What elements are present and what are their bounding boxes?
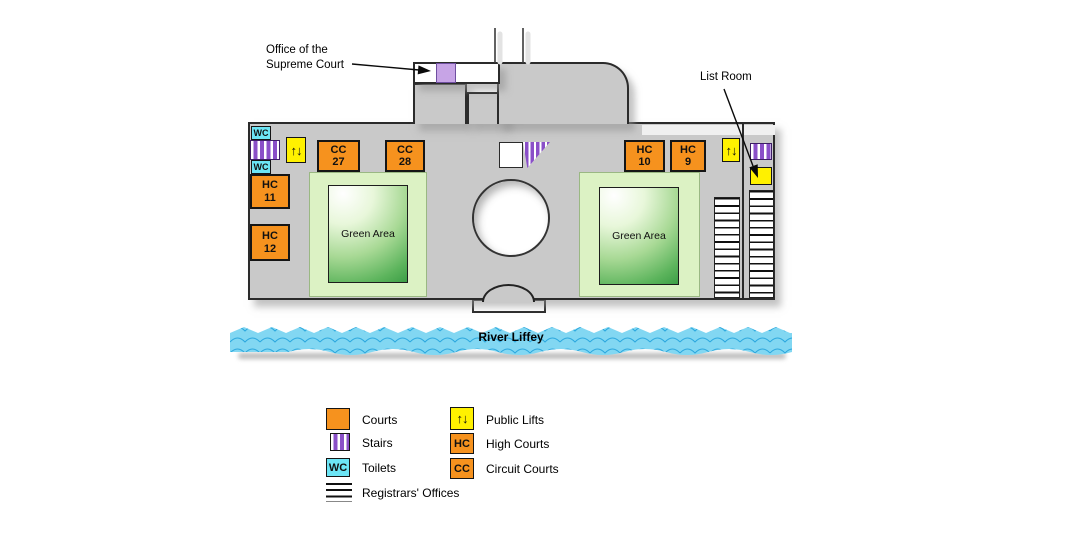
legend-text: Stairs: [362, 436, 393, 450]
stairs-right-icon: [750, 143, 772, 160]
river-label-text: River Liffey: [478, 330, 544, 344]
room-hc10: HC 10: [624, 140, 665, 172]
legend-swatch-high-courts: HC: [450, 433, 474, 454]
legend-label-public-lifts: Public Lifts: [486, 410, 544, 430]
list-room-label: List Room: [700, 70, 752, 85]
building-north-block-left: [413, 83, 467, 124]
room-hc12: HC 12: [250, 224, 290, 261]
green-area-right: Green Area: [599, 187, 679, 285]
toilet-top-left: WC: [251, 126, 271, 140]
central-notch: [499, 142, 523, 168]
room-number: 28: [398, 156, 412, 168]
lift-arrows-icon: ↑↓: [725, 142, 738, 158]
legend-swatch-circuit-courts: CC: [450, 458, 474, 479]
south-entrance-arch: [482, 284, 535, 302]
legend-swatch-public-lifts: ↑↓: [450, 407, 474, 430]
office-of-supreme-court-label: Office of the Supreme Court: [266, 43, 376, 73]
office-label-line1: Office of the: [266, 44, 328, 56]
room-hc11: HC 11: [250, 174, 290, 209]
legend-label-registrars: Registrars' Offices: [362, 483, 459, 503]
office-label-line2: Supreme Court: [266, 59, 344, 71]
registrars-offices-east-col: [749, 190, 774, 298]
room-code: HC: [262, 179, 278, 192]
legend-text: Registrars' Offices: [362, 486, 460, 500]
supreme-court-corridor: [413, 62, 500, 84]
room-code: HC: [636, 143, 653, 156]
legend-text: Toilets: [362, 461, 397, 475]
room-code: HC: [680, 143, 696, 156]
office-of-supreme-court-room: [436, 63, 456, 83]
legend-label-stairs: Stairs: [362, 433, 393, 453]
river-waves-pattern: [230, 327, 792, 355]
legend-text: Circuit Courts: [486, 462, 559, 476]
cc-badge: CC: [454, 462, 470, 475]
stairs-left-icon: [250, 140, 280, 160]
wc-label: WC: [253, 128, 269, 138]
lift-arrows-icon: ↑↓: [290, 142, 303, 158]
room-number: 11: [264, 191, 276, 204]
river-band: [230, 327, 792, 355]
hc-badge: HC: [454, 437, 470, 450]
legend-text: Courts: [362, 413, 398, 427]
list-room: [750, 167, 772, 185]
public-lift-left-icon: ↑↓: [286, 137, 306, 163]
stairs-central-icon: [523, 142, 550, 168]
river-shadow: [238, 353, 786, 359]
green-area-label: Green Area: [612, 230, 666, 242]
room-number: 10: [638, 156, 651, 168]
legend-swatch-toilets: WC: [326, 458, 350, 477]
legend-label-high-courts: High Courts: [486, 434, 549, 454]
legend-label-courts: Courts: [362, 410, 397, 430]
room-code: CC: [397, 143, 413, 156]
room-cc28: CC 28: [385, 140, 425, 172]
wc-label: WC: [253, 162, 269, 172]
river-label: River Liffey: [230, 330, 792, 344]
legend-label-circuit-courts: Circuit Courts: [486, 459, 559, 479]
annex-divider: [742, 124, 744, 298]
green-area-label: Green Area: [341, 228, 395, 240]
registrars-offices-west-col: [714, 197, 740, 298]
legend-swatch-registrars: [326, 483, 352, 502]
lift-arrows-icon: ↑↓: [456, 411, 469, 426]
legend-text: Public Lifts: [486, 413, 545, 427]
legend-swatch-courts: [326, 408, 350, 430]
wc-badge: WC: [328, 461, 348, 474]
building-north-block-right: [497, 62, 629, 124]
legend-swatch-stairs: [330, 433, 350, 451]
public-lift-right-icon: ↑↓: [722, 138, 740, 162]
room-number: 12: [263, 242, 277, 255]
round-hall: [472, 179, 550, 257]
toilet-bottom-left: WC: [251, 160, 271, 174]
room-number: 9: [684, 156, 692, 168]
green-area-left: Green Area: [328, 185, 408, 283]
corridor-strip: [642, 125, 775, 135]
legend-label-toilets: Toilets: [362, 458, 396, 478]
room-code: HC: [262, 230, 278, 243]
main-building-band: WC WC ↑↓ CC 27 CC 28 HC 11 HC 12 Gre: [248, 122, 775, 302]
list-room-label-text: List Room: [700, 71, 752, 83]
room-cc27: CC 27: [317, 140, 360, 172]
room-number: 27: [332, 156, 345, 168]
room-hc9: HC 9: [670, 140, 706, 172]
legend-text: High Courts: [486, 437, 550, 451]
room-code: CC: [330, 143, 347, 156]
